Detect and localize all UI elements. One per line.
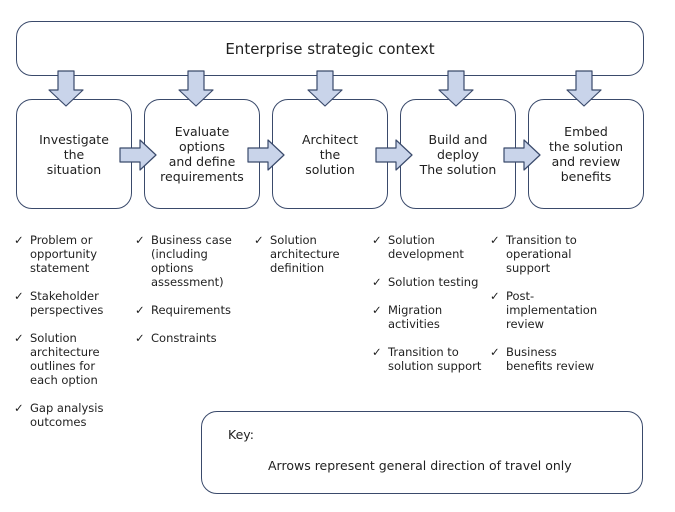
outputs-column-architect: ✓ Solution architecture definition [254, 233, 366, 289]
enterprise-context-label: Enterprise strategic context [225, 39, 435, 58]
outputs-column-investigate: ✓ Problem or opportunity statement ✓ Stakeh… [14, 233, 126, 443]
key-title: Key: [228, 427, 254, 442]
stage-label: Build and deploy The solution [419, 131, 497, 177]
output-item: ✓ Gap analysis outcomes [14, 401, 126, 429]
output-item: ✓ Migration activities [372, 303, 484, 331]
output-item: ✓ Problem or opportunity statement [14, 233, 126, 275]
check-icon: ✓ [372, 303, 382, 317]
output-item-text: Constraints [151, 331, 217, 345]
stage-architect: Architect the solution [272, 99, 388, 209]
output-item: ✓ Constraints [135, 331, 247, 345]
stage-label: Embed the solution and review benefits [549, 124, 623, 184]
outputs-column-evaluate: ✓ Business case (including options assess… [135, 233, 247, 359]
output-item: ✓ Transition to solution support [372, 345, 484, 373]
check-icon: ✓ [490, 289, 500, 303]
output-item-text: Problem or opportunity statement [30, 233, 97, 275]
output-item-text: Migration activities [388, 303, 443, 331]
output-item: ✓ Solution architecture outlines for each… [14, 331, 126, 387]
output-item-text: Solution development [388, 233, 464, 261]
check-icon: ✓ [135, 233, 145, 247]
stage-investigate: Investigate the situation [16, 99, 132, 209]
output-item-text: Solution architecture outlines for each … [30, 331, 100, 387]
check-icon: ✓ [135, 303, 145, 317]
check-icon: ✓ [372, 275, 382, 289]
outputs-column-embed: ✓ Transition to operational support ✓ Post-… [490, 233, 602, 387]
stage-evaluate: Evaluate options and define requirements [144, 99, 260, 209]
output-item: ✓ Solution architecture definition [254, 233, 366, 275]
stage-label: Investigate the situation [39, 131, 109, 177]
check-icon: ✓ [490, 345, 500, 359]
output-item: ✓ Solution testing [372, 275, 484, 289]
output-item: ✓ Stakeholder perspectives [14, 289, 126, 317]
check-icon: ✓ [14, 401, 24, 415]
check-icon: ✓ [490, 233, 500, 247]
output-item: ✓ Business benefits review [490, 345, 602, 373]
output-item-text: Stakeholder perspectives [30, 289, 104, 317]
stage-label: Evaluate options and define requirements [160, 124, 244, 184]
check-icon: ✓ [14, 331, 24, 345]
output-item-text: Post-implementation review [506, 289, 598, 331]
output-item-text: Transition to solution support [388, 345, 482, 373]
enterprise-context-box: Enterprise strategic context [16, 21, 644, 76]
outputs-column-build: ✓ Solution development ✓ Solution testing ✓ M… [372, 233, 484, 387]
output-item: ✓ Post-implementation review [490, 289, 602, 331]
output-item-text: Gap analysis outcomes [30, 401, 104, 429]
output-item-text: Requirements [151, 303, 231, 317]
output-item-text: Solution testing [388, 275, 479, 289]
stage-build-deploy: Build and deploy The solution [400, 99, 516, 209]
check-icon: ✓ [135, 331, 145, 345]
output-item: ✓ Solution development [372, 233, 484, 261]
output-item-text: Transition to operational support [506, 233, 577, 275]
output-item-text: Solution architecture definition [270, 233, 340, 275]
key-box: Key: Arrows represent general direction … [201, 411, 643, 494]
output-item: ✓ Requirements [135, 303, 247, 317]
check-icon: ✓ [14, 289, 24, 303]
check-icon: ✓ [14, 233, 24, 247]
output-item: ✓ Business case (including options assess… [135, 233, 247, 289]
stage-label: Architect the solution [301, 131, 359, 177]
output-item-text: Business case (including options assessm… [151, 233, 232, 289]
check-icon: ✓ [372, 233, 382, 247]
stage-embed: Embed the solution and review benefits [528, 99, 644, 209]
check-icon: ✓ [372, 345, 382, 359]
check-icon: ✓ [254, 233, 264, 247]
key-text: Arrows represent general direction of tr… [268, 458, 572, 473]
output-item-text: Business benefits review [506, 345, 595, 373]
output-item: ✓ Transition to operational support [490, 233, 602, 275]
